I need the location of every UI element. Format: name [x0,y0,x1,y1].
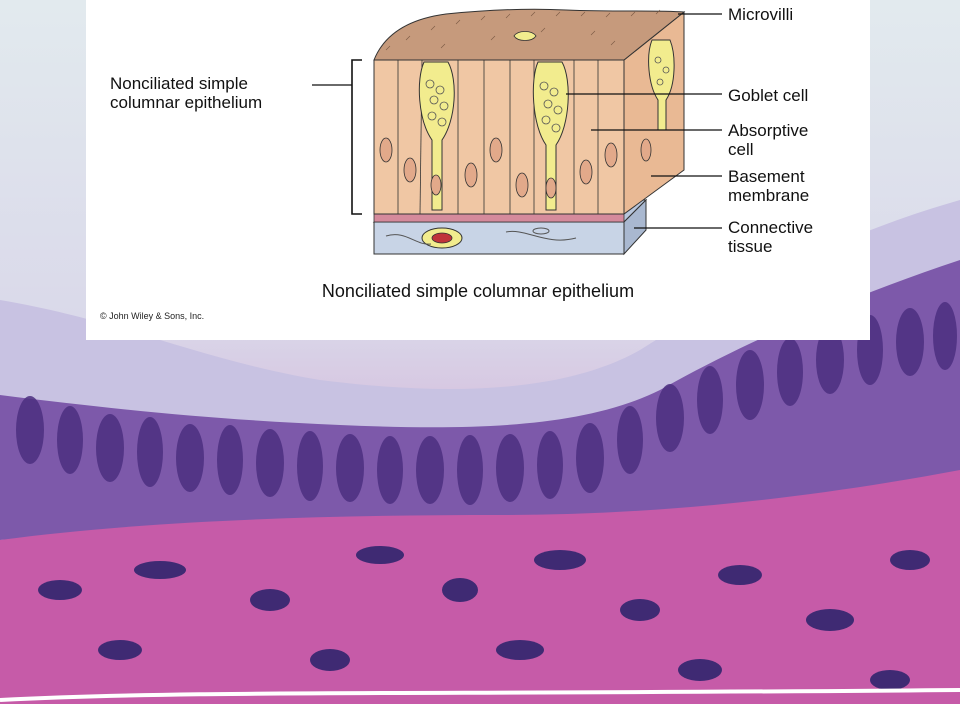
label-basement-membrane: Basement membrane [728,167,809,205]
label-goblet-cell: Goblet cell [728,86,808,105]
label-nonciliated-simple-columnar: Nonciliated simple columnar epithelium [110,74,262,112]
label-absorptive-cell: Absorptive cell [728,121,808,159]
label-connective-tissue: Connective tissue [728,218,813,256]
label-microvilli: Microvilli [728,5,793,24]
copyright-notice: © John Wiley & Sons, Inc. [100,311,204,321]
epithelium-illustration-card: Nonciliated simple columnar epithelium M… [86,0,870,340]
figure-caption: Nonciliated simple columnar epithelium [86,281,870,302]
